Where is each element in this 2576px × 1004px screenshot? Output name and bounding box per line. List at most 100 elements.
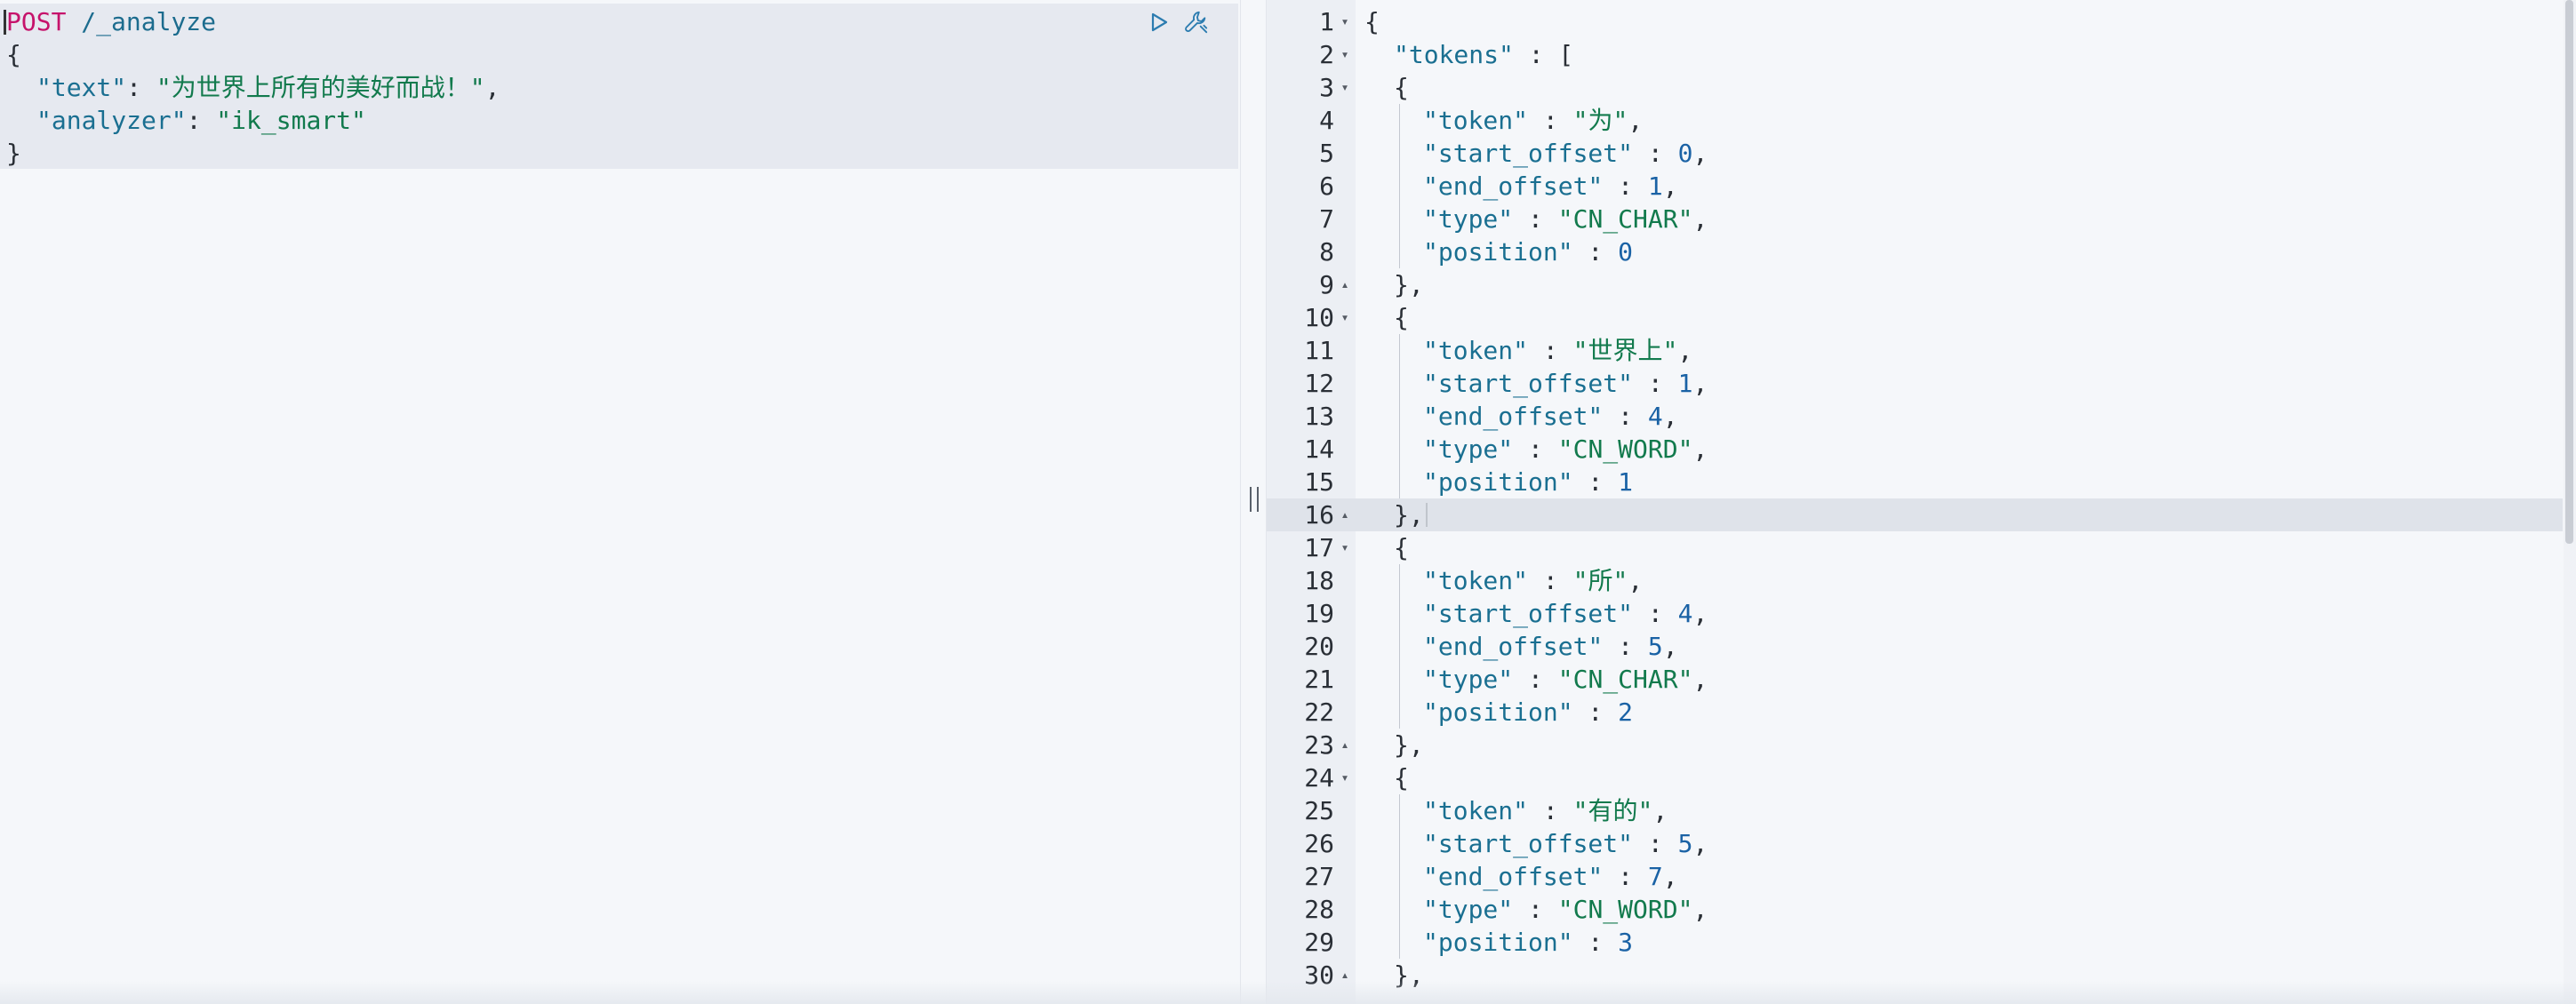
- fold-collapse-icon[interactable]: ▾: [1340, 539, 1349, 555]
- code-text: "end_offset" : 4,: [1423, 402, 1678, 431]
- request-editor[interactable]: POST /_analyze { "text": "为世界上所有的美好而战！",…: [0, 0, 1240, 1004]
- code-text: "type" : "CN_WORD",: [1423, 434, 1708, 464]
- code-text: },: [1394, 270, 1424, 299]
- response-line[interactable]: 10 ▾ {: [1267, 301, 2563, 334]
- request-block[interactable]: [0, 4, 1238, 169]
- line-number: 5: [1319, 139, 1334, 168]
- indent-guide: [1399, 860, 1400, 893]
- response-line[interactable]: 22"position" : 2: [1267, 696, 2563, 729]
- code-text: {: [1394, 73, 1409, 102]
- line-number: 13: [1304, 402, 1334, 431]
- response-line[interactable]: 29"position" : 3: [1267, 926, 2563, 959]
- fold-expand-icon[interactable]: ▴: [1340, 506, 1349, 522]
- response-line[interactable]: 13 "end_offset" : 4,: [1267, 400, 2563, 433]
- response-line[interactable]: 5 "start_offset" : 0,: [1267, 137, 2563, 170]
- fold-collapse-icon[interactable]: ▾: [1340, 769, 1349, 785]
- http-method: POST: [6, 7, 67, 36]
- code-text: "end_offset" : 7,: [1423, 862, 1678, 891]
- fold-collapse-icon[interactable]: ▾: [1340, 79, 1349, 95]
- response-line[interactable]: 12"start_offset" : 1,: [1267, 367, 2563, 400]
- code-text: "position" : 0: [1423, 237, 1634, 267]
- line-number: 26: [1304, 829, 1334, 858]
- indent-guide: [1399, 400, 1400, 433]
- line-number: 24: [1304, 763, 1334, 793]
- response-line[interactable]: 30▴},: [1267, 959, 2563, 992]
- indent-guide: [1399, 696, 1400, 729]
- line-number: 18: [1304, 566, 1334, 595]
- response-line[interactable]: 27 "end_offset" : 7,: [1267, 860, 2563, 893]
- line-number: 17: [1304, 533, 1334, 562]
- pane-resizer[interactable]: [1240, 0, 1267, 1004]
- code-text: "start_offset" : 4,: [1423, 599, 1708, 628]
- indent-guide: [1399, 137, 1400, 170]
- indent-guide: [1399, 367, 1400, 400]
- code-text: {: [1394, 303, 1409, 332]
- indent-guide: [1399, 597, 1400, 630]
- response-viewer[interactable]: 1 ▾ {2▾"tokens" : [3 ▾ {4"token" : "为",5 "sta…: [1267, 0, 2576, 1004]
- response-line[interactable]: 19"start_offset" : 4,: [1267, 597, 2563, 630]
- code-text: "start_offset" : 5,: [1423, 829, 1708, 858]
- indent-guide: [1399, 235, 1400, 268]
- response-line[interactable]: 8"position" : 0: [1267, 235, 2563, 268]
- fold-collapse-icon[interactable]: ▾: [1340, 13, 1349, 29]
- code-text: },: [1394, 730, 1424, 760]
- line-number: 11: [1304, 336, 1334, 365]
- line-number: 10: [1304, 303, 1334, 332]
- line-number: 3: [1319, 73, 1334, 102]
- request-field-analyzer: "analyzer": "ik_smart": [36, 106, 366, 135]
- response-line[interactable]: 24▾{: [1267, 761, 2563, 794]
- response-line[interactable]: 6"end_offset" : 1,: [1267, 170, 2563, 203]
- response-line[interactable]: 4"token" : "为",: [1267, 104, 2563, 137]
- code-text: "start_offset" : 0,: [1423, 139, 1708, 168]
- indent-guide: [1399, 466, 1400, 498]
- response-line[interactable]: 21"type" : "CN_CHAR",: [1267, 663, 2563, 696]
- request-field-text: "text": "为世界上所有的美好而战！",: [36, 73, 500, 102]
- code-text: "type" : "CN_CHAR",: [1423, 665, 1708, 694]
- fold-expand-icon[interactable]: ▴: [1340, 276, 1349, 292]
- line-number: 23: [1304, 730, 1334, 760]
- response-line[interactable]: 20"end_offset" : 5,: [1267, 630, 2563, 663]
- response-line[interactable]: 14"type" : "CN_WORD",: [1267, 433, 2563, 466]
- line-number: 12: [1304, 369, 1334, 398]
- fold-collapse-icon[interactable]: ▾: [1340, 309, 1349, 325]
- response-line[interactable]: 25"token" : "有的",: [1267, 794, 2563, 827]
- response-line[interactable]: 1▾{: [1267, 5, 2563, 38]
- code-text: {: [1394, 533, 1409, 562]
- line-number: 29: [1304, 928, 1334, 957]
- code-text: "type" : "CN_WORD",: [1423, 895, 1708, 924]
- response-line[interactable]: 15"position" : 1: [1267, 466, 2563, 498]
- request-line[interactable]: POST /_analyze: [6, 5, 216, 38]
- indent-guide: [1399, 203, 1400, 235]
- fold-expand-icon[interactable]: ▴: [1340, 737, 1349, 753]
- response-line[interactable]: 11 "token" : "世界上",: [1267, 334, 2563, 367]
- indent-guide: [1399, 827, 1400, 860]
- code-text: "token" : "有的",: [1423, 796, 1668, 825]
- response-line[interactable]: 18"token" : "所",: [1267, 564, 2563, 597]
- response-line[interactable]: 2▾"tokens" : [: [1267, 38, 2563, 71]
- indent-guide: [1399, 433, 1400, 466]
- line-number: 27: [1304, 862, 1334, 891]
- play-icon[interactable]: [1147, 10, 1172, 35]
- response-line[interactable]: 16▴},: [1267, 498, 2563, 531]
- response-line[interactable]: 17 ▾ {: [1267, 531, 2563, 564]
- wrench-icon[interactable]: [1184, 10, 1209, 35]
- code-text: "token" : "世界上",: [1423, 336, 1693, 365]
- request-close-brace: }: [6, 139, 21, 168]
- fold-expand-icon[interactable]: ▴: [1340, 967, 1349, 983]
- response-line[interactable]: 23 ▴},: [1267, 729, 2563, 761]
- response-line[interactable]: 3 ▾ {: [1267, 71, 2563, 104]
- line-number: 15: [1304, 467, 1334, 497]
- fold-collapse-icon[interactable]: ▾: [1340, 46, 1349, 62]
- line-number: 1: [1319, 7, 1334, 36]
- request-actions: [1147, 6, 1209, 38]
- editor-caret: [1426, 503, 1428, 527]
- response-line[interactable]: 28"type" : "CN_WORD",: [1267, 893, 2563, 926]
- line-number: 30: [1304, 960, 1334, 990]
- response-scrollbar[interactable]: [2564, 0, 2576, 1004]
- drag-handle-icon[interactable]: [1250, 487, 1259, 512]
- line-number: 6: [1319, 171, 1334, 201]
- scrollbar-thumb[interactable]: [2565, 0, 2573, 544]
- response-line[interactable]: 7"type" : "CN_CHAR",: [1267, 203, 2563, 235]
- response-line[interactable]: 26 "start_offset" : 5,: [1267, 827, 2563, 860]
- response-line[interactable]: 9▴},: [1267, 268, 2563, 301]
